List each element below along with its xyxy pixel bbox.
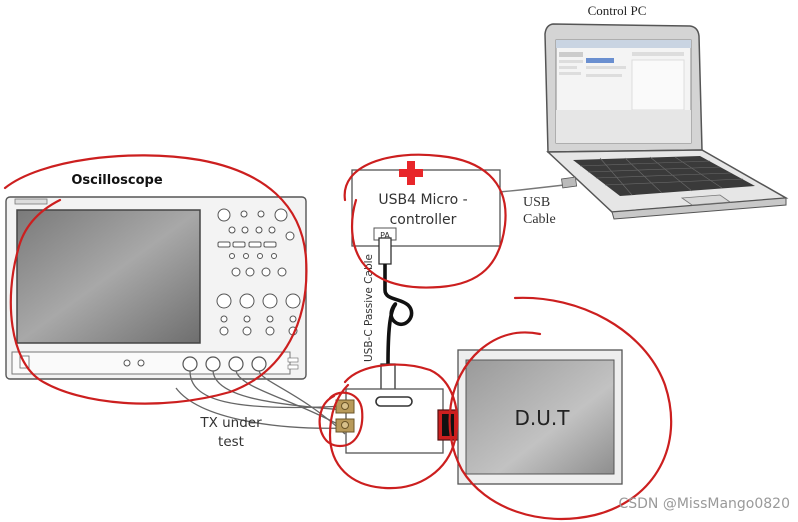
oscilloscope-label: Oscilloscope xyxy=(71,173,162,188)
watermark: CSDN @MissMango0820 xyxy=(618,496,790,512)
dut-device xyxy=(457,349,623,485)
fixture-connector xyxy=(437,409,459,441)
circle-sma xyxy=(318,391,364,448)
usb-cable-label-2: Cable xyxy=(523,212,556,227)
circle-dut xyxy=(448,296,673,521)
usb-cable-label-1: USB xyxy=(523,195,550,210)
usb-plug xyxy=(561,176,578,189)
circle-controller xyxy=(343,153,507,289)
red-annotations xyxy=(3,153,673,521)
circle-fixture xyxy=(328,363,459,490)
pa-port-label: PA xyxy=(380,231,390,240)
control-pc-laptop xyxy=(544,23,789,220)
test-fixture-board xyxy=(335,388,459,454)
usb4-controller-label-1: USB4 Micro - xyxy=(378,192,467,208)
usb4-micro-controller: PA xyxy=(351,169,501,247)
passive-cable-label: USB-C Passive Cable xyxy=(363,254,375,362)
control-pc-label: Control PC xyxy=(588,3,647,18)
tx-under-test-label-1: TX under xyxy=(199,415,262,431)
red-cross-icon xyxy=(399,161,423,185)
sma-connectors xyxy=(335,399,355,433)
usb4-controller-label-2: controller xyxy=(390,212,457,228)
usb-c-passive-cable xyxy=(378,237,414,391)
circle-oscilloscope xyxy=(3,154,308,405)
tx-under-test-label-2: test xyxy=(218,434,244,450)
usb-cable xyxy=(498,183,574,193)
oscilloscope-device xyxy=(5,196,307,380)
dut-label: D.U.T xyxy=(515,406,571,430)
